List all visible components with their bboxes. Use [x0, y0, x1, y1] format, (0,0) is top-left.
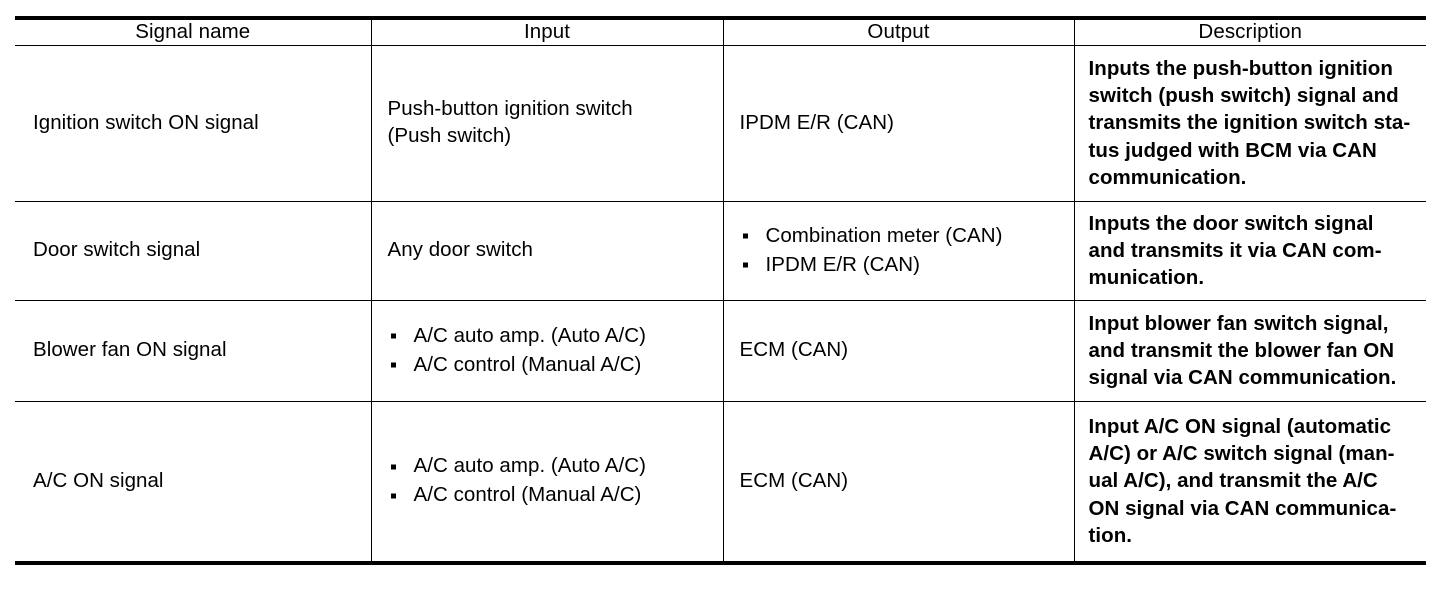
list-item-label: Combination meter (CAN) [765, 223, 1003, 247]
list-item: IPDM E/R (CAN) [740, 252, 1074, 279]
cell-signal-name: Ignition switch ON signal [15, 44, 372, 202]
bullet-icon [390, 362, 396, 368]
input-line: Push-button ignition switch [387, 97, 633, 121]
input-line: Any door switch [387, 238, 533, 262]
cell-output: ECM (CAN) [722, 400, 1075, 565]
cell-output: IPDM E/R (CAN) [722, 44, 1075, 202]
list-item: A/C auto amp. (Auto A/C) [388, 323, 723, 350]
list-item: A/C auto amp. (Auto A/C) [388, 453, 723, 480]
can-signal-table: Signal name Input Output Description Ign… [15, 15, 1426, 565]
output-line: ECM (CAN) [739, 338, 849, 362]
list-item-label: A/C control (Manual A/C) [413, 352, 642, 376]
description-line: tion. [1088, 523, 1133, 547]
column-header-description: Description [1073, 15, 1426, 46]
table-header-row: Signal name Input Output Description [15, 15, 1426, 46]
output-bullet-list: Combination meter (CAN) IPDM E/R (CAN) [740, 223, 1074, 279]
output-line: IPDM E/R (CAN) [739, 110, 894, 134]
list-item: A/C control (Manual A/C) [388, 482, 723, 509]
list-item-label: A/C auto amp. (Auto A/C) [413, 454, 646, 478]
cell-signal-name: Blower fan ON signal [15, 299, 372, 402]
cell-signal-name: Door switch signal [15, 200, 372, 301]
list-item: A/C control (Manual A/C) [388, 352, 723, 379]
list-item-label: A/C control (Manual A/C) [413, 483, 642, 507]
input-bullet-list: A/C auto amp. (Auto A/C) A/C control (Ma… [388, 323, 723, 379]
table-row: Door switch signal Any door switch Combi… [15, 200, 1426, 301]
description-line: tus judged with BCM via CAN [1088, 138, 1377, 162]
list-item-label: A/C auto amp. (Auto A/C) [413, 323, 646, 347]
table-row: Blower fan ON signal A/C auto amp. (Auto… [15, 299, 1426, 402]
cell-output: Combination meter (CAN) IPDM E/R (CAN) [722, 200, 1075, 301]
column-header-output: Output [722, 15, 1075, 46]
bullet-icon [390, 333, 396, 339]
cell-input: Any door switch [370, 200, 724, 301]
description-line: and transmit the blower fan ON [1088, 338, 1395, 362]
cell-description: Inputs the door switch signal and transm… [1073, 200, 1426, 301]
description-line: Input blower fan switch signal, [1088, 311, 1389, 335]
table-row: Ignition switch ON signal Push-button ig… [15, 44, 1426, 202]
input-bullet-list: A/C auto amp. (Auto A/C) A/C control (Ma… [388, 453, 723, 509]
column-header-signal-name: Signal name [15, 15, 372, 46]
description-line: transmits the ignition switch sta- [1088, 111, 1411, 135]
cell-signal-name: A/C ON signal [15, 400, 372, 565]
cell-output: ECM (CAN) [722, 299, 1075, 402]
list-item-label: IPDM E/R (CAN) [765, 252, 920, 276]
table-header: Signal name Input Output Description [15, 15, 1426, 46]
cell-description: Input A/C ON signal (automatic A/C) or A… [1073, 400, 1426, 565]
output-line: ECM (CAN) [739, 468, 849, 492]
bullet-icon [742, 262, 748, 268]
cell-description: Input blower fan switch signal, and tran… [1073, 299, 1426, 402]
description-line: Inputs the push-button ignition [1088, 56, 1393, 80]
description-line: communication. [1088, 165, 1247, 189]
description-line: switch (push switch) signal and [1088, 84, 1399, 108]
cell-input: A/C auto amp. (Auto A/C) A/C control (Ma… [370, 400, 724, 565]
description-line: Input A/C ON signal (automatic [1088, 414, 1392, 438]
column-header-input: Input [370, 15, 724, 46]
cell-input: Push-button ignition switch (Push switch… [370, 44, 724, 202]
description-line: Inputs the door switch signal [1088, 211, 1374, 235]
cell-description: Inputs the push-button ignition switch (… [1073, 44, 1426, 202]
cell-input: A/C auto amp. (Auto A/C) A/C control (Ma… [370, 299, 724, 402]
bullet-icon [742, 233, 748, 239]
bullet-icon [390, 464, 396, 470]
table-row: A/C ON signal A/C auto amp. (Auto A/C) A… [15, 400, 1426, 565]
input-line: (Push switch) [387, 124, 512, 148]
description-line: A/C) or A/C switch signal (man- [1088, 442, 1395, 466]
description-line: ual A/C), and transmit the A/C [1088, 469, 1378, 493]
list-item: Combination meter (CAN) [740, 223, 1074, 250]
description-line: signal via CAN communication. [1088, 366, 1397, 390]
description-line: ON signal via CAN communica- [1088, 496, 1397, 520]
bullet-icon [390, 493, 396, 499]
table-body: Ignition switch ON signal Push-button ig… [15, 44, 1426, 565]
description-line: munication. [1088, 266, 1205, 290]
description-line: and transmits it via CAN com- [1088, 238, 1382, 262]
